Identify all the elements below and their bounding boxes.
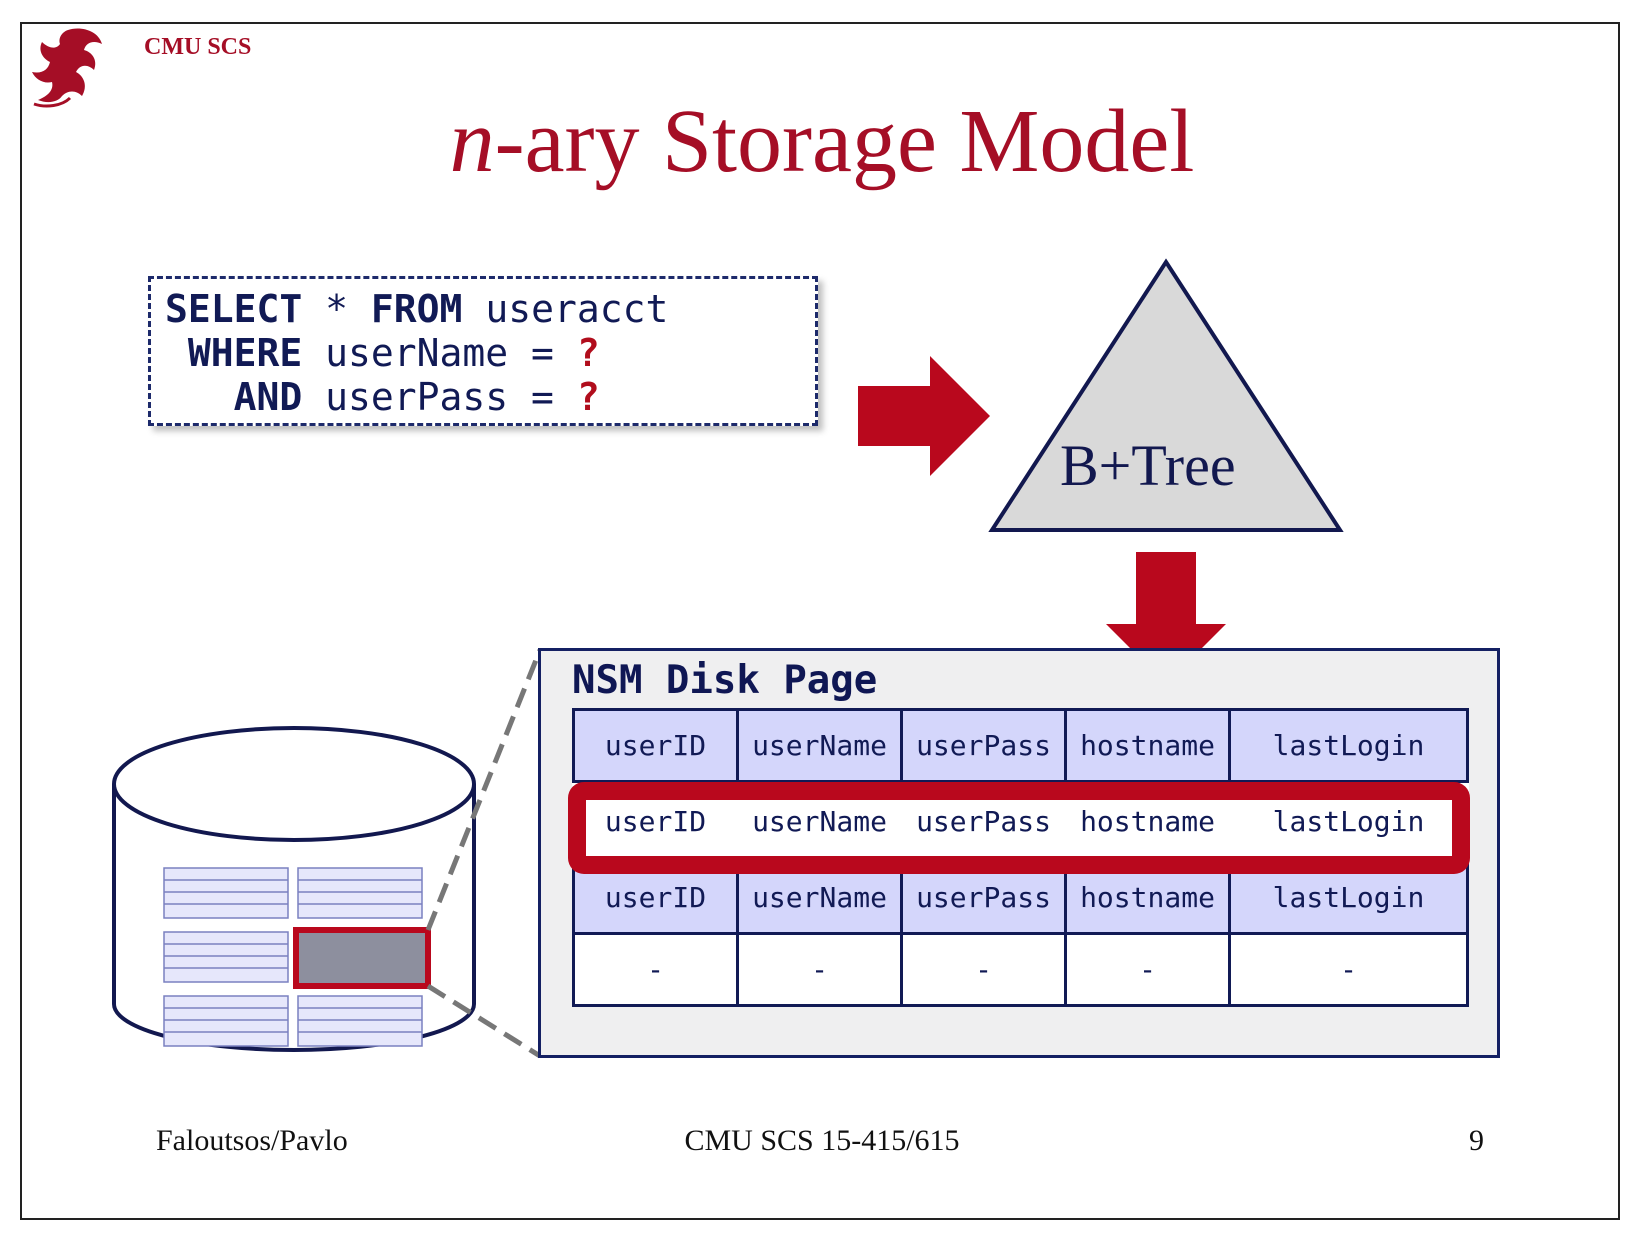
mini-disk-pages	[163, 867, 423, 1047]
sql-param: ?	[576, 375, 600, 419]
tuple-row: userID userName userPass hostname lastLo…	[572, 708, 1469, 783]
title-italic-part: n	[449, 92, 495, 191]
nsm-page-title: NSM Disk Page	[572, 658, 878, 703]
tuple-cell: userID	[572, 708, 739, 783]
tuple-cell: lastLogin	[1228, 708, 1469, 783]
tuple-cell: -	[1228, 932, 1469, 1007]
tuple-cell: hostname	[1064, 708, 1231, 783]
row-highlight-box	[568, 782, 1470, 874]
sql-line-1: SELECT * FROM useracct	[165, 287, 815, 331]
sql-keyword: WHERE	[165, 331, 303, 375]
tuple-cell: userName	[736, 708, 903, 783]
right-arrow-icon	[858, 356, 990, 476]
zoom-line-bottom	[426, 983, 542, 1059]
sql-text: userName =	[302, 331, 577, 375]
sql-param: ?	[576, 331, 600, 375]
btree-triangle	[988, 258, 1344, 532]
tuple-cell: -	[736, 932, 903, 1007]
sql-line-2: WHERE userName = ?	[165, 331, 815, 375]
dragon-logo-icon	[32, 28, 102, 108]
sql-keyword: FROM	[370, 287, 463, 331]
tuple-row-empty: - - - - -	[572, 932, 1469, 1007]
footer-course: CMU SCS 15-415/615	[684, 1124, 960, 1157]
tuple-cell: -	[572, 932, 739, 1007]
zoom-line-top	[425, 649, 543, 931]
org-label: CMU SCS	[144, 34, 252, 60]
tuple-cell: -	[900, 932, 1067, 1007]
sql-line-3: AND userPass = ?	[165, 375, 815, 419]
footer-authors: Faloutsos/Pavlo	[156, 1124, 348, 1157]
sql-text: userPass =	[302, 375, 577, 419]
btree-label: B+Tree	[1060, 433, 1236, 498]
slide-title: n-ary Storage Model	[0, 90, 1644, 193]
sql-query-box: SELECT * FROM useracct WHERE userName = …	[148, 276, 818, 426]
sql-text: useracct	[462, 287, 669, 331]
title-rest: -ary Storage Model	[494, 92, 1195, 191]
tuple-cell: userPass	[900, 708, 1067, 783]
sql-keyword: AND	[165, 375, 303, 419]
footer-page-number: 9	[1469, 1124, 1484, 1157]
sql-keyword: SELECT	[165, 287, 303, 331]
sql-text: *	[302, 287, 371, 331]
mini-selected-page	[293, 927, 431, 989]
tuple-cell: -	[1064, 932, 1231, 1007]
